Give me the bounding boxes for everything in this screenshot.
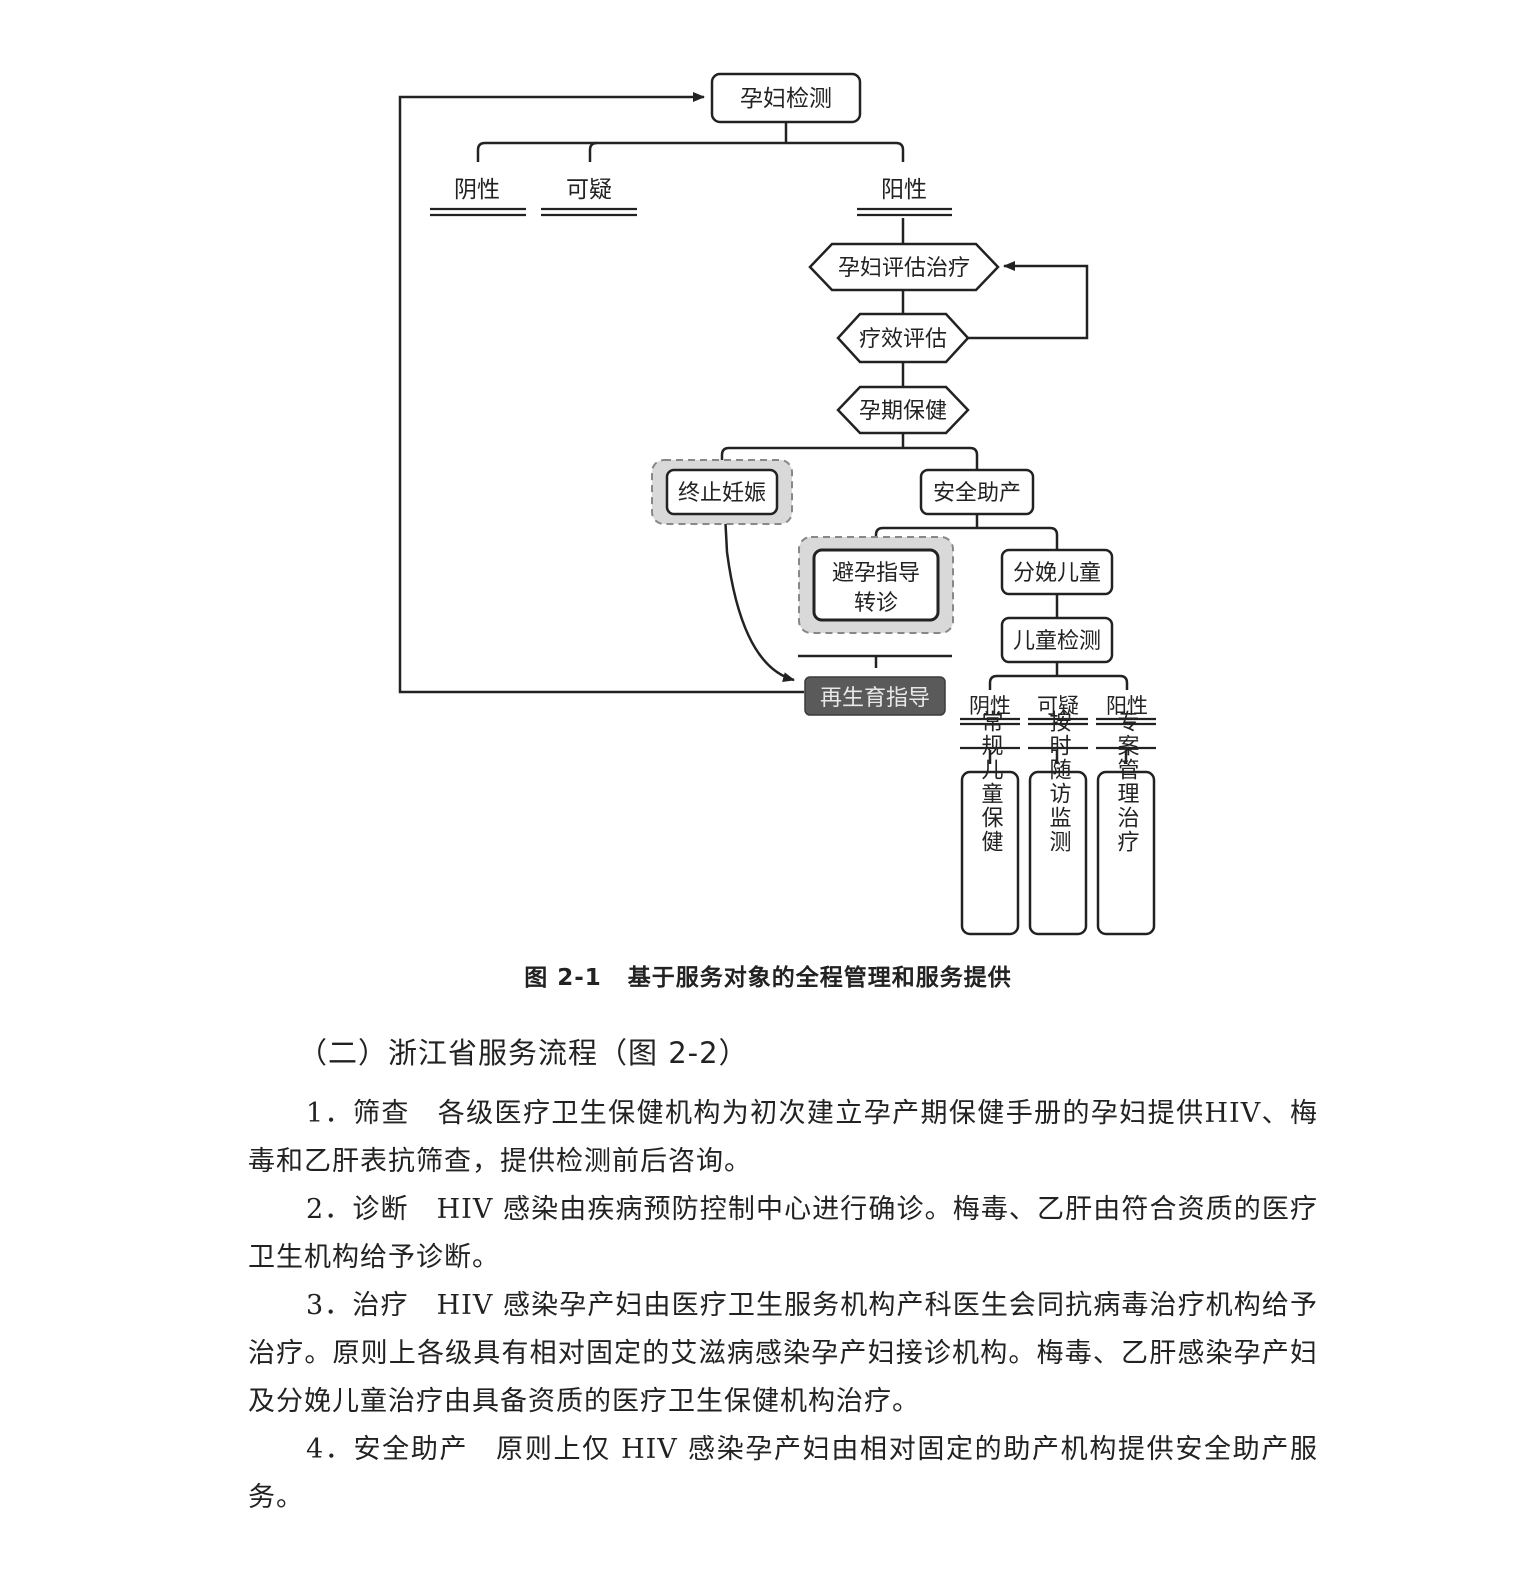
reproduction-guidance-box [804, 676, 946, 716]
routine-care-label: 常规儿童保健 [978, 710, 1004, 854]
case-management-box [1096, 770, 1156, 936]
paragraph-label: 2．诊断 [306, 1194, 409, 1225]
figure-caption: 图 2-1 基于服务对象的全程管理和服务提供 [0, 958, 1536, 992]
figure-caption-text: 基于服务对象的全程管理和服务提供 [627, 965, 1012, 991]
contraception-label-line2: 转诊 [854, 591, 898, 616]
paragraph-text: HIV 感染孕产妇由医疗卫生服务机构产科医生会同抗病毒治疗机构给予治疗。原则上各… [248, 1290, 1318, 1417]
paragraph-label: 4．安全助产 [306, 1434, 469, 1465]
child-result-doubtful: 可疑 [1037, 694, 1079, 718]
paragraph-screening: 1．筛查各级医疗卫生保健机构为初次建立孕产期保健手册的孕妇提供HIV、梅毒和乙肝… [248, 1090, 1318, 1186]
terminate-box [665, 468, 779, 516]
safe-delivery-box [919, 468, 1035, 516]
terminate-label: 终止妊娠 [678, 481, 766, 506]
child-test-box [1000, 616, 1114, 664]
body-text: 1．筛查各级医疗卫生保健机构为初次建立孕产期保健手册的孕妇提供HIV、梅毒和乙肝… [248, 1090, 1318, 1522]
result-positive: 阳性 [881, 177, 927, 203]
prenatal-care-hexagon [836, 385, 970, 435]
paragraph-text: 各级医疗卫生保健机构为初次建立孕产期保健手册的孕妇提供HIV、梅毒和乙肝表抗筛查… [248, 1098, 1318, 1177]
paragraph-text: 原则上仅 HIV 感染孕产妇由相对固定的助产机构提供安全助产服务。 [248, 1434, 1318, 1513]
assess-treat-hexagon [808, 242, 1000, 292]
pregnant-test-label: 孕妇检测 [740, 86, 832, 112]
contraception-box [812, 548, 940, 622]
reproduction-guidance-label: 再生育指导 [820, 686, 930, 711]
child-result-positive: 阳性 [1106, 694, 1148, 718]
prenatal-care-label: 孕期保健 [859, 399, 947, 424]
delivered-child-label: 分娩儿童 [1013, 561, 1101, 586]
contraception-label-line1: 避孕指导 [832, 561, 920, 586]
delivered-child-box [1000, 548, 1114, 596]
routine-care-box [960, 770, 1020, 936]
figure-caption-number: 图 2-1 [524, 965, 602, 991]
child-result-negative: 阴性 [969, 694, 1011, 718]
safe-delivery-label: 安全助产 [933, 481, 1021, 506]
followup-label: 按时随访监测 [1046, 710, 1072, 854]
efficacy-eval-label: 疗效评估 [859, 327, 947, 352]
paragraph-label: 1．筛查 [306, 1098, 410, 1129]
section-heading: （二）浙江省服务流程（图 2-2） [298, 1036, 749, 1070]
result-doubtful: 可疑 [566, 177, 612, 203]
case-management-label: 专案管理治疗 [1114, 710, 1140, 854]
paragraph-safe-delivery: 4．安全助产原则上仅 HIV 感染孕产妇由相对固定的助产机构提供安全助产服务。 [248, 1426, 1318, 1522]
followup-box [1028, 770, 1088, 936]
service-flowchart: 孕妇检测 阴性 可疑 阳性 孕妇评估治疗 疗效评估 孕期保健 终止妊娠 安全助产… [398, 72, 1156, 936]
result-negative: 阴性 [454, 177, 500, 203]
efficacy-eval-hexagon [836, 312, 970, 364]
paragraph-label: 3．治疗 [306, 1290, 409, 1321]
paragraph-text: HIV 感染由疾病预防控制中心进行确诊。梅毒、乙肝由符合资质的医疗卫生机构给予诊… [248, 1194, 1318, 1273]
pregnant-test-box [710, 72, 862, 124]
child-test-label: 儿童检测 [1013, 629, 1101, 654]
assess-treat-label: 孕妇评估治疗 [838, 256, 970, 281]
